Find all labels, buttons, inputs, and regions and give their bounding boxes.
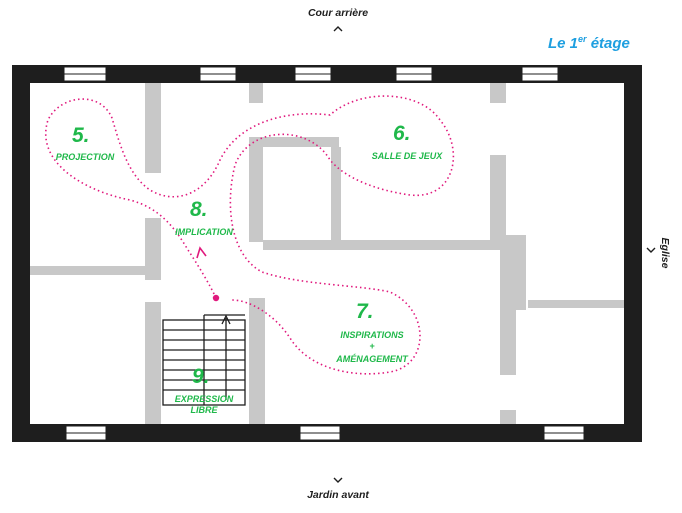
- zone-7-name-line3: AMÉNAGEMENT: [335, 354, 409, 364]
- floor-label-suffix: étage: [587, 35, 630, 52]
- tour-path: [45, 95, 455, 375]
- zone-7-name-line1: INSPIRATIONS: [340, 330, 403, 340]
- tour-path-arrow-icon: [196, 246, 207, 259]
- floor-label-prefix: Le 1: [548, 35, 578, 52]
- chevron-right-icon: [646, 247, 656, 253]
- compass-bottom-label: Jardin avant: [307, 489, 369, 501]
- zone-5-number: 5.: [72, 124, 90, 147]
- floor-label: Le 1er étage: [548, 34, 630, 52]
- zone-5-name: PROJECTION: [56, 152, 115, 162]
- chevron-up-icon: [333, 26, 343, 32]
- compass-top-label: Cour arrière: [308, 7, 368, 19]
- zone-8-name: IMPLICATION: [175, 227, 233, 237]
- zone-9-name-line1: EXPRESSION: [175, 394, 234, 404]
- zone-6-name: SALLE DE JEUX: [372, 151, 444, 161]
- zone-7-number: 7.: [356, 300, 374, 323]
- zone-9-name-line2: LIBRE: [191, 405, 219, 415]
- zone-8-number: 8.: [190, 198, 208, 221]
- zone-6-number: 6.: [393, 122, 411, 145]
- tour-path-start: [212, 294, 220, 302]
- chevron-down-icon: [333, 477, 343, 483]
- outer-walls: [12, 65, 642, 442]
- compass-right-label: Eglise: [659, 238, 671, 269]
- staircase: [162, 314, 246, 406]
- floor-label-superscript: er: [578, 34, 587, 44]
- interior-walls: [30, 83, 624, 424]
- zone-9-number: 9.: [192, 365, 210, 388]
- zone-7-name-line2: +: [369, 341, 375, 351]
